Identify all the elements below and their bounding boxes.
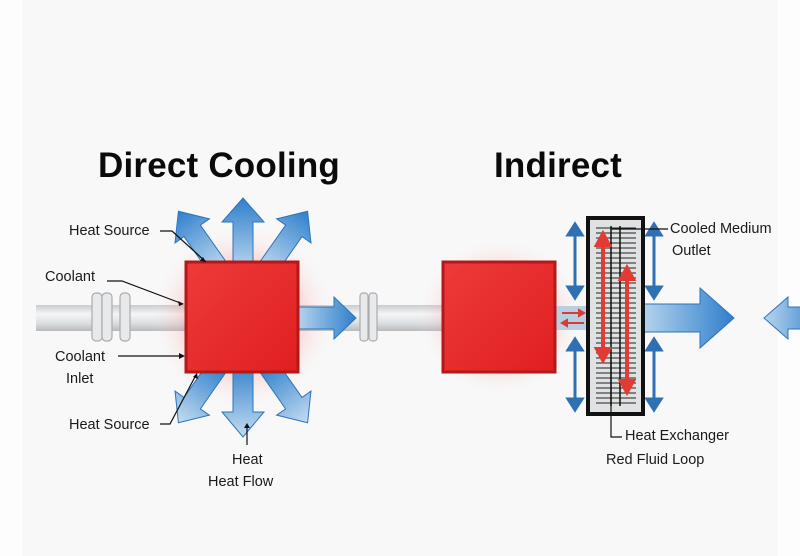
label-coolant-inlet-1: Coolant bbox=[55, 349, 105, 365]
double-arrow-icon bbox=[644, 221, 664, 301]
arrow-down-left-icon bbox=[174, 357, 229, 424]
medium-flow-arrows bbox=[565, 221, 664, 413]
double-arrow-icon bbox=[565, 221, 585, 301]
double-arrow-icon bbox=[644, 336, 664, 413]
direct-cooling-section bbox=[36, 197, 800, 445]
label-heat-source-top: Heat Source bbox=[69, 223, 150, 239]
outlet-arrow-icon bbox=[639, 286, 735, 350]
heat-exchanger bbox=[586, 216, 645, 416]
small-red-double-arrow-icon bbox=[560, 308, 586, 328]
label-heat-source-bottom: Heat Source bbox=[69, 417, 150, 433]
label-outlet: Outlet bbox=[672, 243, 711, 259]
direct-cooling-title: Direct Cooling bbox=[98, 146, 340, 185]
label-red-fluid-loop: Red Fluid Loop bbox=[606, 452, 705, 468]
indirect-title: Indirect bbox=[494, 146, 623, 185]
indirect-heat-source-box bbox=[441, 260, 557, 374]
label-coolant-inlet-2: Inlet bbox=[66, 371, 94, 387]
label-coolant: Coolant bbox=[45, 269, 95, 285]
indirect-pipe bbox=[555, 306, 591, 330]
diagram-canvas bbox=[22, 0, 778, 556]
red-fluid-loop bbox=[593, 229, 637, 397]
label-cooled-medium: Cooled Medium bbox=[670, 221, 772, 237]
label-heat-flow: Heat Flow bbox=[208, 474, 274, 490]
heat-source-box bbox=[184, 260, 300, 374]
arrow-right-icon bbox=[295, 295, 357, 341]
pipe-coupling-left bbox=[91, 292, 131, 342]
label-heat: Heat bbox=[232, 452, 263, 468]
indirect-section bbox=[415, 216, 735, 438]
arrow-left-icon bbox=[763, 295, 800, 341]
leader-lines-direct bbox=[107, 230, 248, 445]
label-heat-exchanger: Heat Exchanger bbox=[625, 428, 729, 444]
double-arrow-icon bbox=[565, 336, 585, 413]
pipe-coupling-right bbox=[359, 292, 378, 342]
leader-lines-indirect bbox=[610, 228, 668, 438]
